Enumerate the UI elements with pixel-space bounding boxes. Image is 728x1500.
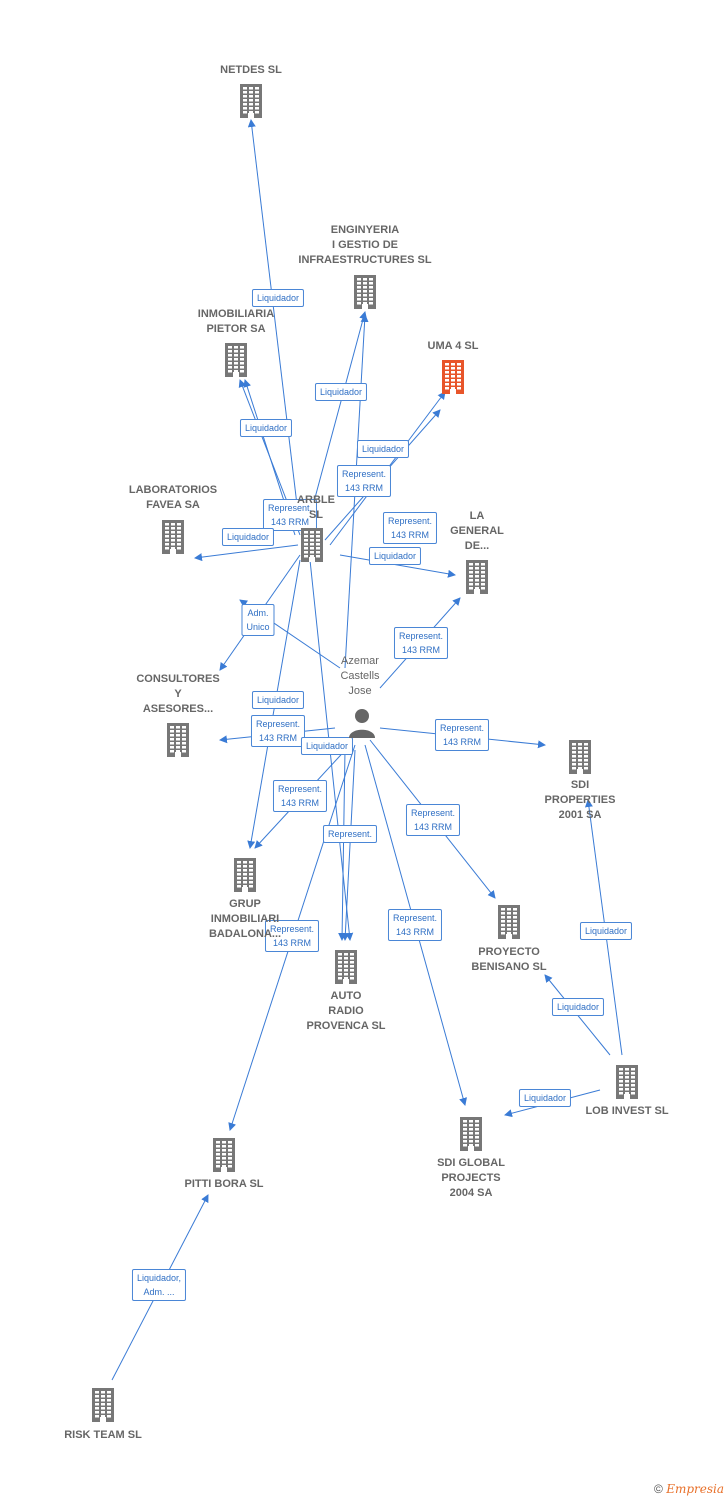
building-icon[interactable] <box>92 1388 114 1427</box>
node-enginyeria[interactable]: ENGINYERIA I GESTIO DE INFRAESTRUCTURES … <box>298 224 432 266</box>
edge-label[interactable]: Represent. <box>322 825 378 843</box>
node-grup[interactable]: GRUP INMOBILIARI BADALONA... <box>208 898 282 940</box>
edge-label[interactable]: Represent. 143 RRM <box>434 719 490 751</box>
edge-label[interactable]: Adm. Unico <box>241 604 275 636</box>
edge-label[interactable]: Liquidador <box>239 419 293 437</box>
edge-line <box>304 311 368 536</box>
edge-label[interactable]: Liquidador <box>251 691 305 709</box>
building-icon[interactable] <box>213 1138 235 1177</box>
node-proyecto[interactable]: PROYECTO BENISANO SL <box>471 946 547 973</box>
building-icon[interactable] <box>301 528 323 567</box>
edge-label[interactable]: Liquidador <box>300 737 354 755</box>
edge-label[interactable]: Represent. 143 RRM <box>336 465 392 497</box>
edge-label[interactable]: Liquidador <box>518 1089 572 1107</box>
node-sdiprop[interactable]: SDI PROPERTIES 2001 SA <box>544 779 616 821</box>
edge-label[interactable]: Liquidador <box>356 440 410 458</box>
brand-logo: Empresia <box>666 1482 724 1496</box>
edge-label[interactable]: Liquidador <box>551 998 605 1016</box>
edge-label[interactable]: Represent. 143 RRM <box>262 499 318 531</box>
edge-label[interactable]: Represent. 143 RRM <box>387 909 443 941</box>
edge-label[interactable]: Liquidador <box>251 289 305 307</box>
building-icon[interactable] <box>354 275 376 314</box>
building-icon[interactable] <box>167 723 189 762</box>
node-uma4[interactable]: UMA 4 SL <box>427 340 479 352</box>
node-sdiglobal[interactable]: SDI GLOBAL PROJECTS 2004 SA <box>437 1157 505 1199</box>
node-lobinvest[interactable]: LOB INVEST SL <box>585 1105 669 1117</box>
node-laboratorios[interactable]: LABORATORIOS FAVEA SA <box>128 484 218 511</box>
edge-label[interactable]: Represent. 143 RRM <box>250 715 306 747</box>
edge-line <box>247 119 301 531</box>
node-person[interactable]: Azemar Castells Jose <box>340 655 380 697</box>
edge-label[interactable]: Liquidador <box>579 922 633 940</box>
node-arble[interactable]: ARBLE SL <box>297 494 335 521</box>
node-pittibora[interactable]: PITTI BORA SL <box>184 1178 264 1190</box>
building-icon[interactable] <box>162 520 184 559</box>
building-icon[interactable] <box>569 740 591 779</box>
edge-line <box>338 749 347 941</box>
building-icon[interactable] <box>240 84 262 123</box>
footer-copyright: © Empresia <box>654 1482 724 1496</box>
edge-label[interactable]: Represent. 143 RRM <box>393 627 449 659</box>
node-netdes[interactable]: NETDES SL <box>220 64 282 76</box>
building-icon[interactable] <box>460 1117 482 1156</box>
node-lageneral[interactable]: LA GENERAL DE... <box>450 510 504 552</box>
person-icon[interactable] <box>348 708 376 743</box>
building-icon-focus[interactable] <box>442 360 464 399</box>
edge-label[interactable]: Represent. 143 RRM <box>264 920 320 952</box>
edge-label[interactable]: Represent. 143 RRM <box>382 512 438 544</box>
edge-label[interactable]: Liquidador <box>368 547 422 565</box>
node-inmobiliaria[interactable]: INMOBILIARIA PIETOR SA <box>197 308 275 335</box>
edge-label[interactable]: Liquidador <box>314 383 368 401</box>
building-icon[interactable] <box>234 858 256 897</box>
edge-label[interactable]: Represent. 143 RRM <box>405 804 461 836</box>
building-icon[interactable] <box>225 343 247 382</box>
edge-line <box>339 554 456 578</box>
edge-label[interactable]: Liquidador <box>221 528 275 546</box>
node-autoradio[interactable]: AUTO RADIO PROVENCA SL <box>306 990 386 1032</box>
edge-label[interactable]: Liquidador, Adm. ... <box>131 1269 187 1301</box>
building-icon[interactable] <box>498 905 520 944</box>
building-icon[interactable] <box>466 560 488 599</box>
edge-line <box>194 544 299 562</box>
copyright-icon: © <box>654 1482 663 1496</box>
node-riskteam[interactable]: RISK TEAM SL <box>64 1429 142 1441</box>
node-consultores[interactable]: CONSULTORES Y ASESORES... <box>136 673 220 715</box>
edge-label[interactable]: Represent. 143 RRM <box>272 780 328 812</box>
building-icon[interactable] <box>335 950 357 989</box>
building-icon[interactable] <box>616 1065 638 1104</box>
